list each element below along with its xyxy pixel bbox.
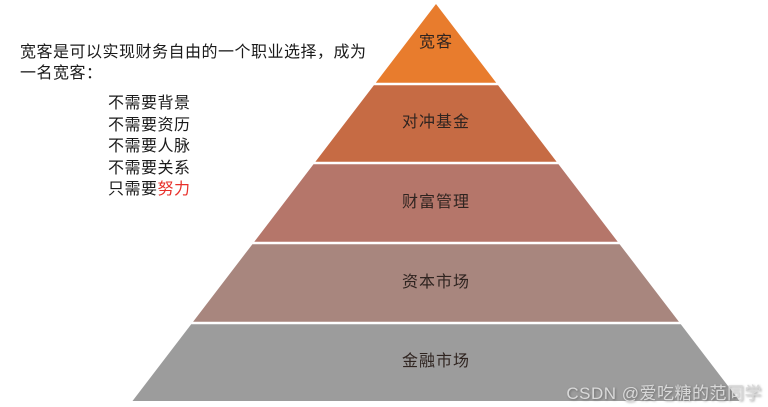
requirements-list: 不需要背景 不需要资历 不需要人脉 不需要关系 只需要努力 [20, 93, 390, 201]
pyramid-layer-hedge-fund [315, 85, 557, 162]
pyramid-label-quant: 宽客 [419, 33, 453, 51]
pyramid-layer-capital-markets [193, 244, 679, 322]
pyramid-label-wealth-management: 财富管理 [402, 193, 470, 211]
pyramid-label-capital-markets: 资本市场 [402, 273, 470, 291]
watermark: CSDN @爱吃糖的范同学 [566, 384, 762, 403]
pyramid-label-financial-markets: 金融市场 [402, 352, 470, 370]
requirement-item-effort: 只需要努力 [108, 179, 390, 201]
requirement-effort-prefix: 只需要 [108, 181, 158, 198]
pyramid-layer-quant [375, 4, 497, 83]
requirement-item-credentials: 不需要资历 [108, 116, 191, 134]
pyramid-layer-wealth-management [254, 164, 618, 242]
intro-text-block: 宽客是可以实现财务自由的一个职业选择，成为 一名宽客： 不需要背景 不需要资历 … [20, 42, 390, 201]
requirement-item-relationships: 不需要关系 [108, 159, 191, 177]
pyramid-label-hedge-fund: 对冲基金 [402, 113, 470, 131]
intro-line-1: 宽客是可以实现财务自由的一个职业选择，成为 [20, 44, 367, 61]
intro-line-2: 一名宽客： [20, 65, 103, 82]
requirement-effort-highlight: 努力 [157, 181, 191, 198]
requirement-item-connections: 不需要人脉 [108, 138, 191, 155]
pyramid-layer-financial-markets [132, 324, 740, 401]
requirement-item-background: 不需要背景 [108, 95, 191, 112]
